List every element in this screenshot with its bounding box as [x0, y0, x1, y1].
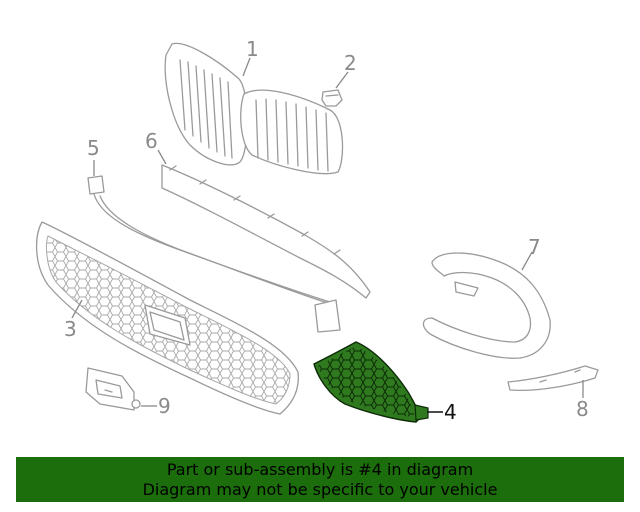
callout-4: 4	[444, 400, 457, 424]
sensor-holder-part	[85, 367, 141, 411]
small-bracket-part	[507, 365, 599, 392]
leader-line-3	[71, 299, 83, 319]
info-banner: Part or sub-assembly is #4 in diagram Di…	[16, 457, 624, 502]
callout-3: 3	[64, 317, 77, 341]
callout-5: 5	[87, 136, 100, 160]
callout-2: 2	[344, 51, 357, 75]
banner-line-2: Diagram may not be specific to your vehi…	[142, 480, 498, 499]
leader-line-6	[157, 149, 167, 165]
clip-part	[321, 89, 343, 107]
grille-insert-part-highlighted	[313, 341, 429, 423]
kidney-grille-part	[164, 42, 344, 175]
callout-8: 8	[576, 397, 589, 421]
leader-line-1	[242, 57, 251, 77]
leader-line-2	[335, 71, 349, 89]
upper-trim-part	[161, 164, 371, 299]
fog-trim-part	[422, 252, 551, 359]
parts-diagram: 1 2 5 6 3 4 7	[35, 37, 599, 424]
callout-6: 6	[145, 129, 158, 153]
callout-7: 7	[528, 235, 541, 259]
lower-grille-part	[35, 221, 299, 415]
callout-9: 9	[158, 394, 171, 418]
bracket-part	[87, 175, 341, 333]
leader-line-7	[521, 251, 533, 271]
banner-line-1: Part or sub-assembly is #4 in diagram	[166, 460, 474, 479]
callout-1: 1	[246, 37, 259, 61]
